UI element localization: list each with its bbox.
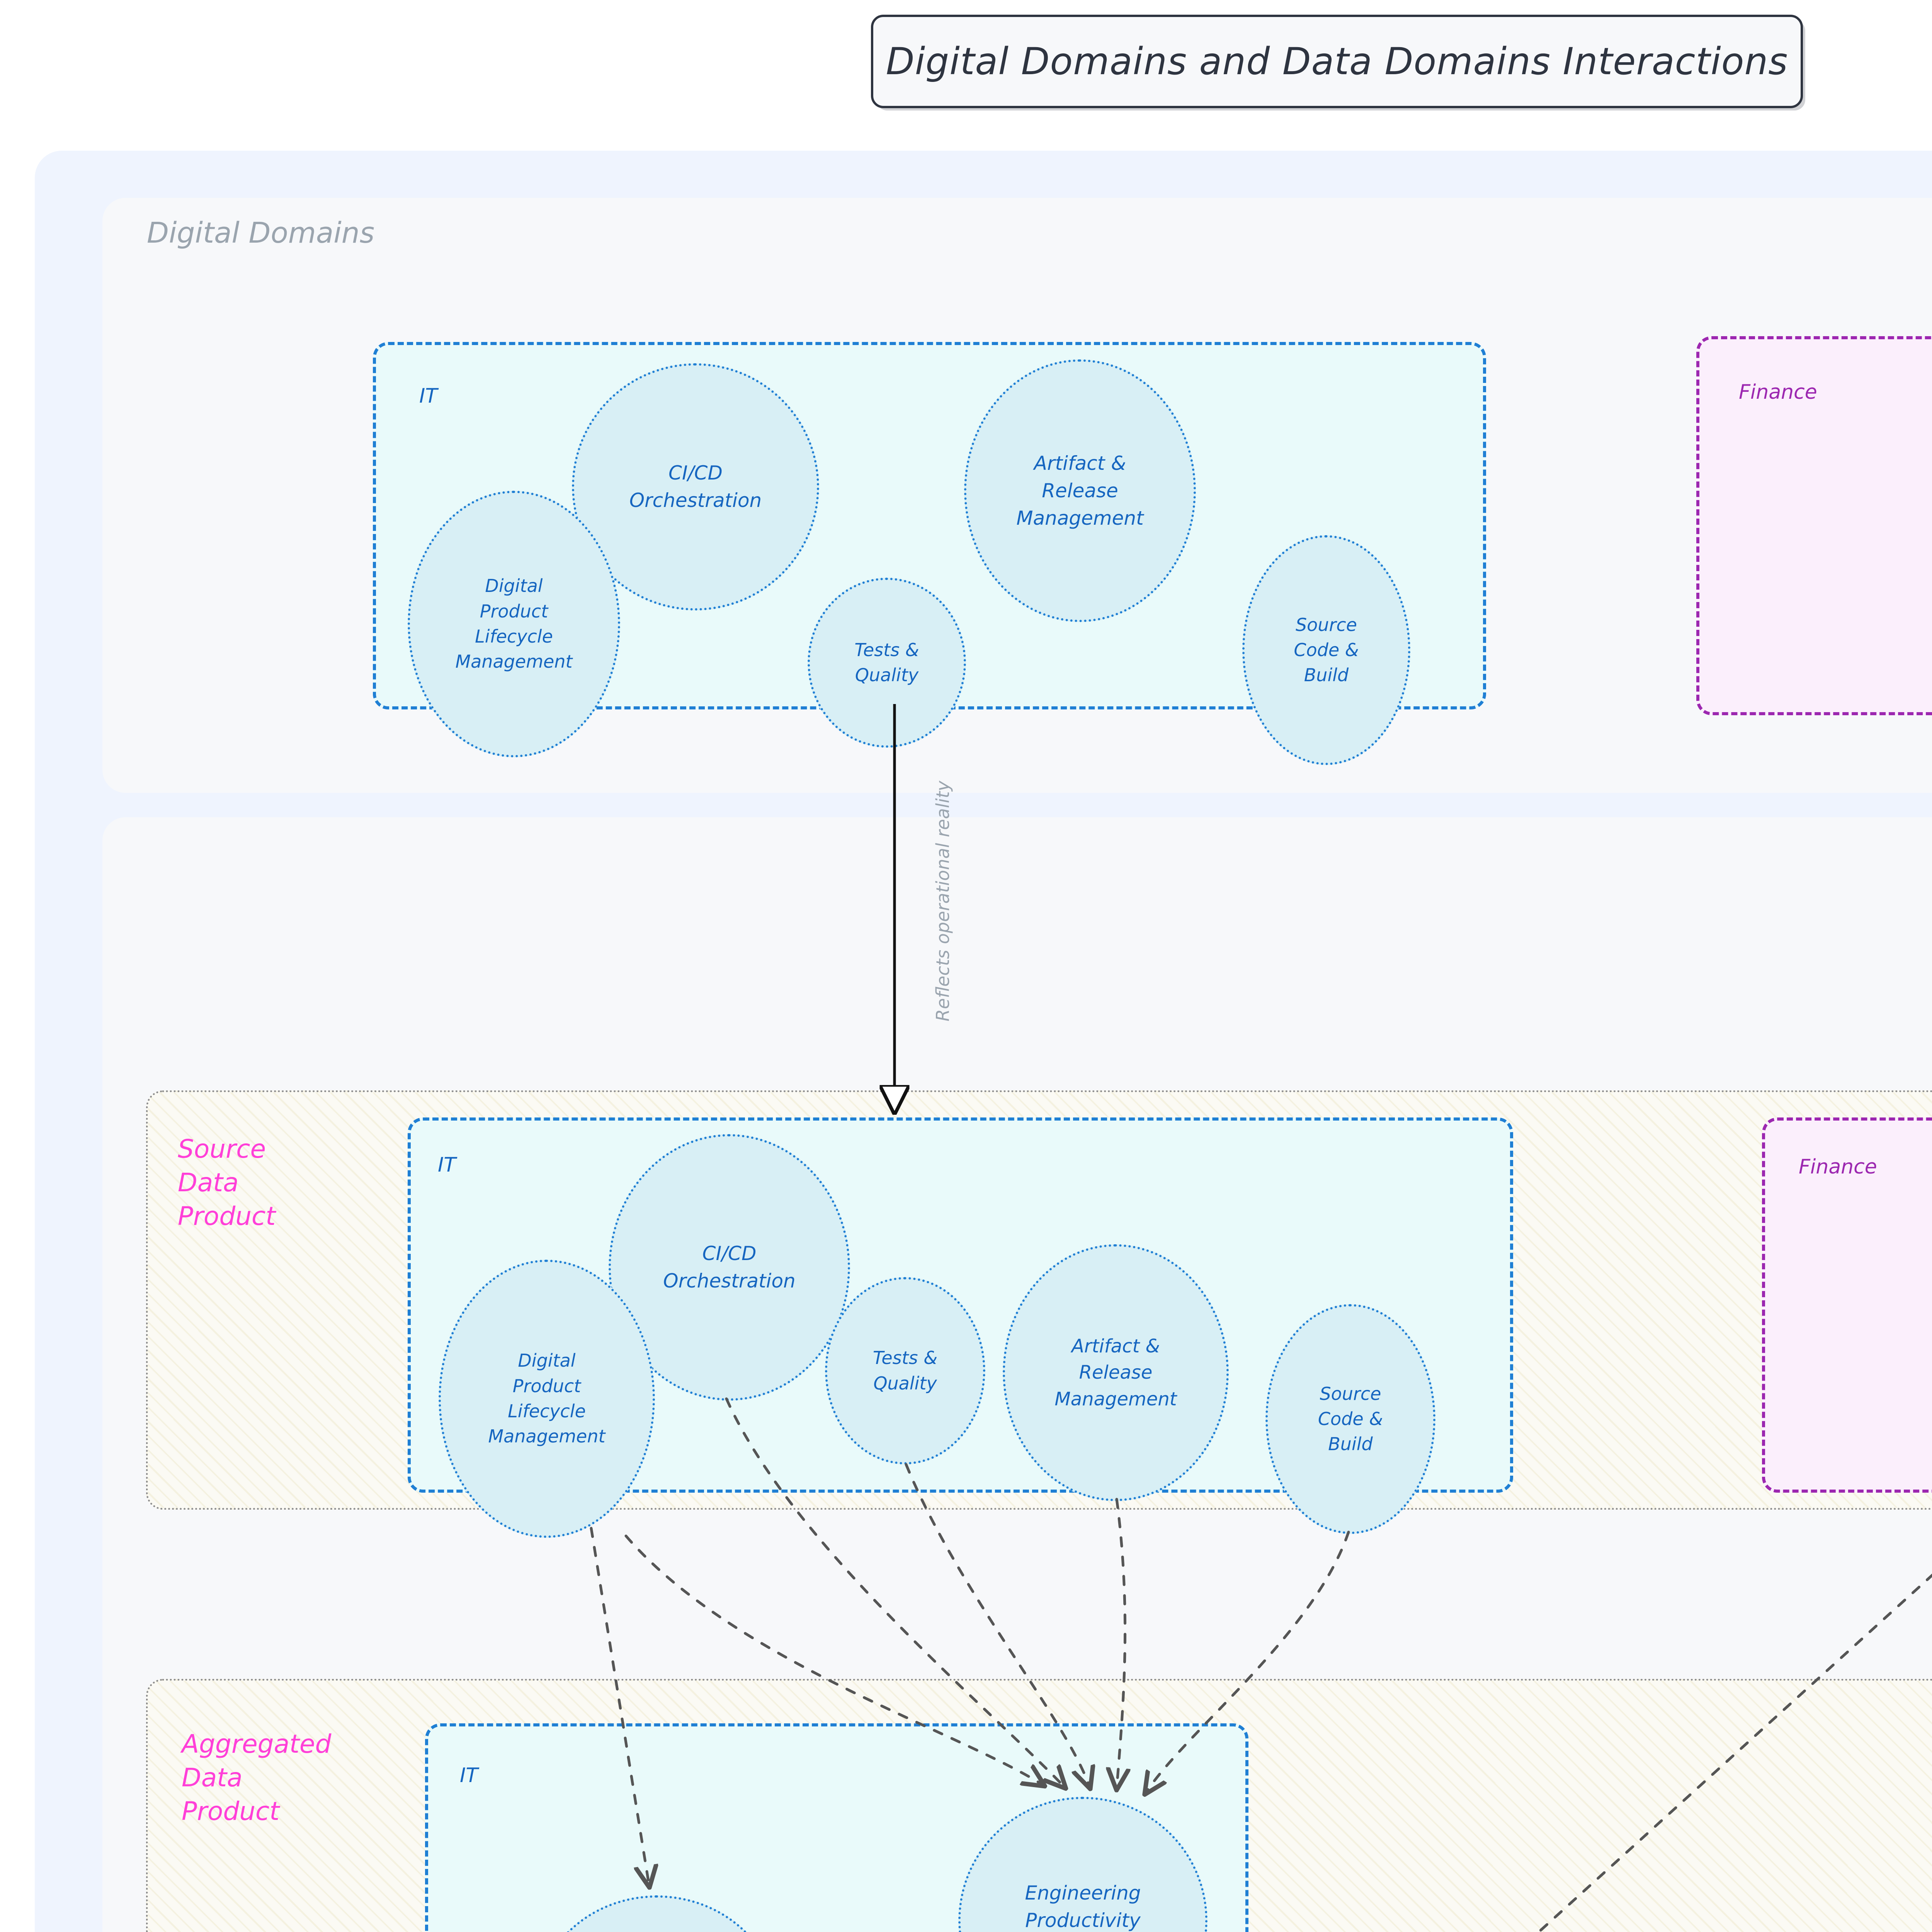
node-label: Source Code & Build [1294, 614, 1359, 686]
node-label: Engineering Productivity Metrics [1025, 1881, 1141, 1932]
aggregated-domain-it-title: IT [460, 1764, 478, 1787]
edge-label-it-reflects: Reflects operational reality [932, 781, 953, 1022]
watermark-text: https://cleandataarchitecture.substack.c… [0, 0, 487, 24]
digital-domain-finance-box[interactable] [1696, 336, 1932, 715]
node-label: Artifact & Release Management [1016, 452, 1144, 529]
node-artifact-release-management-digital[interactable]: Artifact & Release Management [964, 359, 1196, 622]
digital-domain-finance-title: Finance [1739, 381, 1817, 404]
digital-domain-it-title: IT [419, 384, 438, 408]
node-label: CI/CD Orchestration [663, 1242, 796, 1292]
tier-label-source-data-product: Source Data Product [178, 1134, 276, 1231]
node-label: Digital Product Lifecycle Management [488, 1350, 605, 1447]
node-tests-quality-digital[interactable]: Tests & Quality [808, 578, 966, 748]
node-source-code-build-source[interactable]: Source Code & Build [1265, 1304, 1435, 1534]
diagram-title-box: Digital Domains and Data Domains Interac… [871, 15, 1803, 108]
node-label: Source Code & Build [1318, 1383, 1383, 1455]
node-label: Digital Product Lifecycle Management [455, 575, 573, 672]
page-title: Digital Domains and Data Domains Interac… [886, 40, 1788, 83]
source-domain-finance-box[interactable] [1762, 1117, 1932, 1493]
node-digital-product-lifecycle-management-source[interactable]: Digital Product Lifecycle Management [439, 1260, 655, 1538]
tier-label-aggregated-data-product: Aggregated Data Product [182, 1729, 332, 1827]
node-artifact-release-management-source[interactable]: Artifact & Release Management [1003, 1244, 1229, 1501]
node-cicd-orchestration-digital[interactable]: CI/CD Orchestration [572, 363, 819, 611]
node-label: CI/CD Orchestration [629, 462, 762, 512]
node-source-code-build-digital[interactable]: Source Code & Build [1242, 535, 1410, 765]
source-domain-it-title: IT [438, 1153, 456, 1177]
node-label: Tests & Quality [872, 1347, 938, 1394]
node-label: Artifact & Release Management [1054, 1335, 1177, 1410]
source-domain-finance-title: Finance [1799, 1155, 1877, 1179]
digital-domains-label: Digital Domains [147, 216, 375, 250]
node-digital-product-lifecycle-management-digital[interactable]: Digital Product Lifecycle Management [408, 491, 620, 757]
node-label: Tests & Quality [854, 639, 919, 685]
node-tests-quality-source[interactable]: Tests & Quality [825, 1277, 985, 1464]
